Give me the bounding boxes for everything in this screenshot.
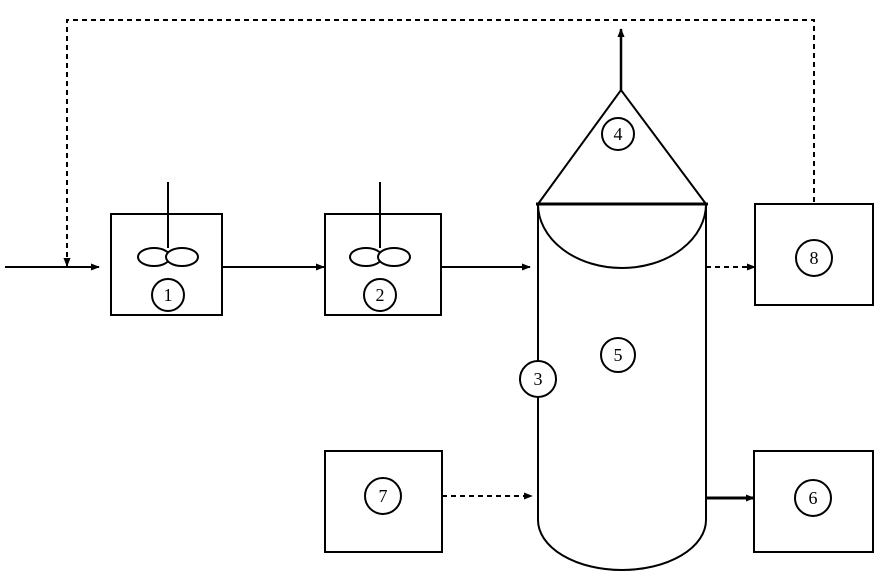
node-circle-3 [519, 360, 557, 398]
node-label-2: 2 [376, 285, 385, 305]
agitator-blade-right-1 [165, 247, 199, 267]
node-label-3: 3 [534, 369, 543, 389]
column-vessel: 5 [536, 202, 708, 571]
mixing-tank-1: 1 [110, 182, 223, 316]
node-label-8: 8 [810, 248, 819, 268]
node-circle-6 [794, 479, 832, 517]
node-label-5: 5 [614, 345, 623, 365]
unit-box-6: 6 [753, 450, 874, 553]
node-circle-8 [795, 239, 833, 277]
mixing-tank-2: 2 [324, 182, 442, 316]
node-label-4: 4 [614, 124, 623, 144]
node-circle-4 [601, 117, 635, 151]
node-label-7: 7 [379, 486, 388, 506]
side-port: 3 [519, 360, 557, 398]
column-cone-top: 4 [536, 88, 708, 205]
unit-box-7: 7 [324, 450, 443, 553]
column-top-dish [537, 203, 707, 269]
node-circle-1 [151, 278, 185, 312]
recycle-dashed-line [63, 19, 815, 267]
node-circle-7 [364, 477, 402, 515]
agitator-blade-right-2 [377, 247, 411, 267]
node-circle-2 [363, 278, 397, 312]
node-label-1: 1 [164, 285, 173, 305]
unit-box-8: 8 [754, 203, 874, 306]
node-label-6: 6 [809, 488, 818, 508]
node-circle-5 [600, 337, 636, 373]
